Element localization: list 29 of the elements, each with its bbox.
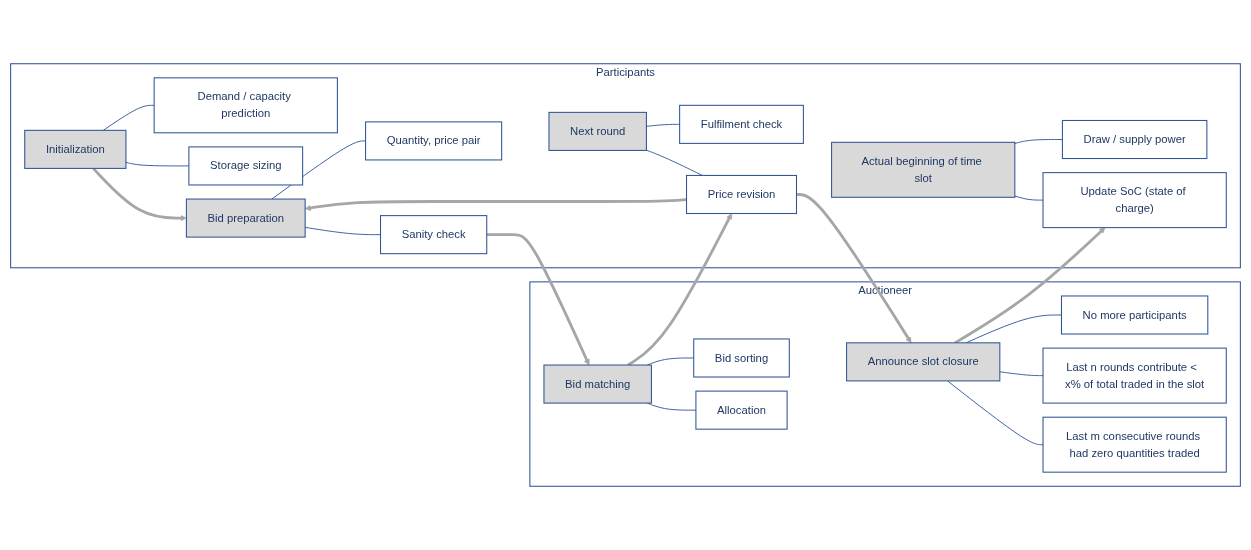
node-box: Demand / capacity prediction — [153, 77, 338, 134]
node-box: Storage sizing — [188, 146, 304, 186]
node-box: Next round — [548, 111, 647, 151]
node-box: Last m consecutive rounds had zero quantities traded — [1042, 416, 1227, 473]
connector — [1014, 195, 1044, 201]
node-box: Draw / supply power — [1061, 119, 1208, 160]
arrow — [92, 167, 187, 222]
connector — [947, 380, 1044, 446]
node-box: Price revision — [686, 174, 798, 215]
connector — [1014, 139, 1063, 144]
node-box: Last n rounds contribute < x% of total traded in the slot — [1042, 347, 1227, 404]
node-box: Fulfilment check — [679, 104, 804, 144]
node-box: Announce slot closure — [846, 342, 1001, 382]
node-box: Update SoC (state of charge) — [1042, 172, 1227, 229]
node-box: Quantity, price pair — [365, 121, 503, 161]
node-box: Initialization — [24, 129, 127, 169]
node-box: Sanity check — [380, 215, 488, 255]
node-box: No more participants — [1060, 295, 1209, 335]
arrow — [796, 193, 912, 344]
arrow — [486, 233, 590, 366]
connector — [999, 371, 1044, 377]
node-box: Actual beginning of time slot — [831, 141, 1016, 198]
connector — [102, 104, 155, 131]
node-box: Bid preparation — [185, 198, 306, 238]
node-box: Bid matching — [543, 364, 652, 404]
connector — [645, 149, 703, 176]
arrow — [627, 213, 732, 367]
node-box: Allocation — [695, 390, 788, 430]
node-box: Bid sorting — [693, 338, 790, 378]
